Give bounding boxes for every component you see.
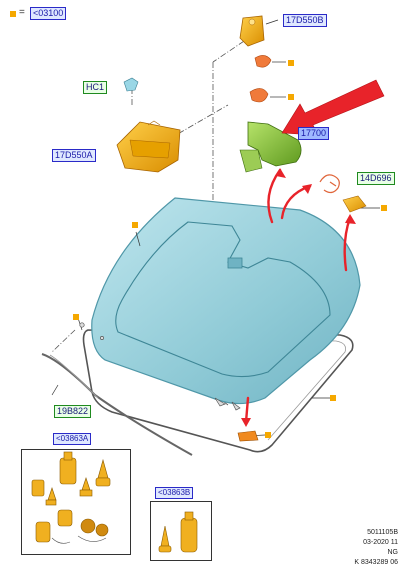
- bottom-clip-part: [237, 430, 259, 442]
- footer-line-2: 03-2020 11: [363, 539, 398, 546]
- molding-outline: [82, 329, 354, 453]
- kit-a-label[interactable]: <03863A: [53, 433, 92, 445]
- footer-line-1: 5011105B: [367, 529, 398, 536]
- yellow-cover-right: [342, 195, 367, 213]
- sensor-wire: [319, 174, 340, 194]
- windshield-glass: [91, 197, 361, 405]
- legend-marker-square: [10, 11, 16, 17]
- legend-code-label[interactable]: <03100: [30, 7, 67, 20]
- kit-a-box: [21, 449, 131, 555]
- hc1-part: [123, 77, 139, 92]
- callout-17d550b[interactable]: 17D550B: [283, 14, 327, 27]
- callout-hc1[interactable]: HC1: [83, 81, 108, 94]
- callout-17700[interactable]: 17700: [298, 127, 330, 140]
- callout-19b822[interactable]: 19B822: [54, 405, 92, 418]
- rearview-mirror: [239, 121, 302, 173]
- callout-17d550a[interactable]: 17D550A: [52, 149, 96, 162]
- bracket-left: [116, 120, 181, 173]
- footer-line-4: K 8343289 06: [354, 559, 398, 566]
- kit-a-contents: [31, 451, 111, 544]
- orange-clip-upper: [254, 55, 272, 68]
- part-markers: [73, 60, 387, 438]
- kit-b-box: [150, 501, 212, 561]
- legend-equals-glyph: =: [19, 7, 25, 18]
- kit-b-label[interactable]: <03863B: [155, 487, 194, 499]
- sensor-bracket-top: [239, 15, 265, 47]
- footer-block: 5011105B 03-2020 11 NG K 8343289 06: [354, 528, 398, 568]
- footer-line-3: NG: [387, 549, 399, 556]
- callout-14d696[interactable]: 14D696: [357, 172, 395, 185]
- kit-b-contents: [158, 511, 198, 553]
- orange-clip-lower: [249, 88, 269, 103]
